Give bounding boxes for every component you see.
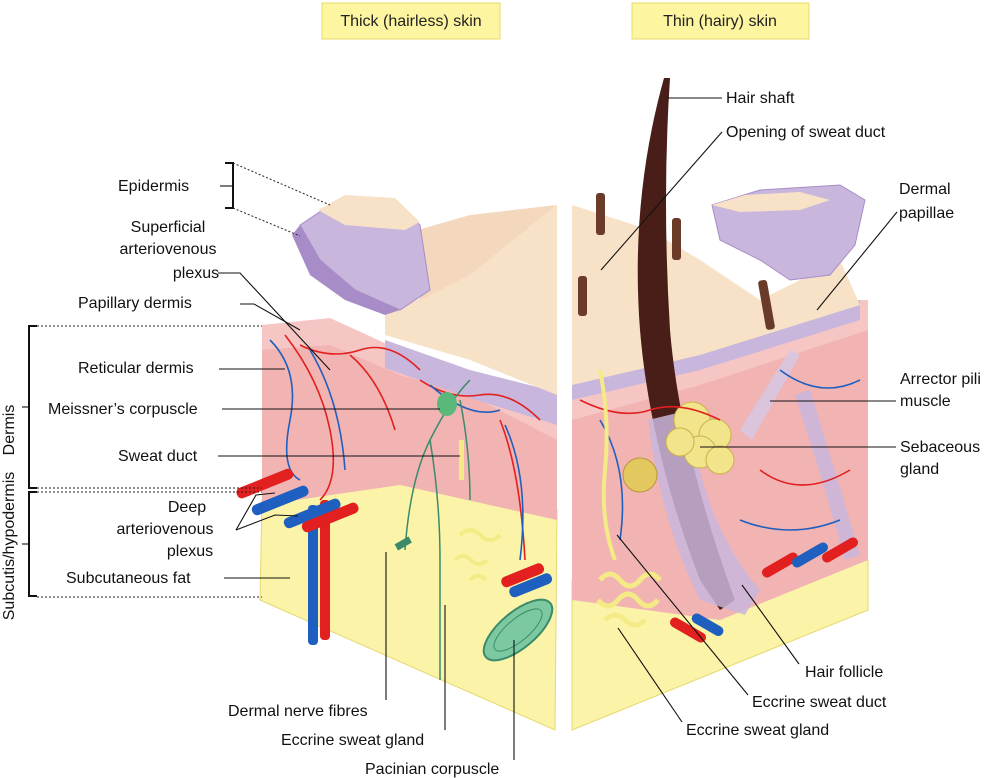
label-dermal-papillae-2: papillae xyxy=(899,205,954,222)
epidermis-flap-edge xyxy=(292,225,400,315)
label-subcutis-group: Subcutis/hypodermis xyxy=(1,472,18,621)
pacinian-core xyxy=(493,608,543,652)
left-vessel-network xyxy=(269,334,541,561)
label-superficial-2: arteriovenous xyxy=(120,241,217,258)
sebaceous-gland-small xyxy=(622,457,658,493)
label-subcutaneous-fat: Subcutaneous fat xyxy=(66,570,191,587)
label-eccrine-sweat-duct: Eccrine sweat duct xyxy=(752,694,887,711)
label-superficial-3: plexus xyxy=(173,265,219,282)
sebaceous-gland xyxy=(665,401,735,475)
hair-follicle-annotation: Hair follicle xyxy=(741,584,883,681)
label-superficial-1: Superficial xyxy=(131,219,206,236)
papillary-dermis-band xyxy=(262,318,557,440)
dermis-group-bracket: Dermis xyxy=(1,325,262,489)
label-epidermis: Epidermis xyxy=(118,178,189,195)
thick-skin-surface-back xyxy=(400,205,557,300)
label-reticular-dermis: Reticular dermis xyxy=(78,360,194,377)
thick-skin-header: Thick (hairless) skin xyxy=(321,2,501,40)
meissner-corpuscle xyxy=(437,392,457,416)
sweat-duct-left xyxy=(459,440,464,480)
label-hair-follicle: Hair follicle xyxy=(805,664,883,681)
eccrine-sweat-duct xyxy=(598,369,617,561)
meissner-annotation: Meissner’s corpuscle xyxy=(48,401,440,418)
label-dermal-papillae-1: Dermal xyxy=(899,181,951,198)
thick-skin-title: Thick (hairless) skin xyxy=(340,13,481,30)
reticular-dermis-annotation: Reticular dermis xyxy=(78,360,285,377)
deep-vessels-left xyxy=(236,468,553,645)
opening-sweat-duct-annotation: Opening of sweat duct xyxy=(600,124,886,271)
thin-skin-block xyxy=(571,78,869,731)
eccrine-duct-annotation: Eccrine sweat duct xyxy=(616,534,887,711)
hair-shaft xyxy=(637,78,735,610)
sebaceous-annotation: Sebaceous gland xyxy=(700,439,980,478)
label-papillary-dermis: Papillary dermis xyxy=(78,295,192,312)
label-arrector-pili-2: muscle xyxy=(900,393,951,410)
epidermis-flap-top xyxy=(318,195,420,230)
papillary-dermis-annotation: Papillary dermis xyxy=(78,295,301,331)
epidermis-annotation: Epidermis xyxy=(118,162,331,237)
eccrine-gland-left xyxy=(453,528,502,582)
label-deep-1: Deep xyxy=(168,499,206,516)
label-sebaceous-2: gland xyxy=(900,461,939,478)
label-deep-2: arteriovenous xyxy=(117,521,214,538)
left-nerve-fibres xyxy=(404,379,471,680)
label-deep-3: plexus xyxy=(167,543,213,560)
epidermis-side xyxy=(385,340,557,425)
thick-skin-surface xyxy=(385,205,557,395)
sweat-duct-annotation: Sweat duct xyxy=(118,448,460,465)
arrector-pili-annotation: Arrector pili muscle xyxy=(770,371,981,410)
dermal-nerve-annotation: Dermal nerve fibres xyxy=(228,552,387,720)
label-eccrine-gland-right: Eccrine sweat gland xyxy=(686,722,829,739)
thick-skin-block xyxy=(236,195,558,731)
thin-skin-title: Thin (hairy) skin xyxy=(663,13,777,30)
dermal-papillae-annotation: Dermal papillae xyxy=(816,181,954,311)
label-opening-sweat-duct: Opening of sweat duct xyxy=(726,124,886,141)
thin-epidermis-flap-top xyxy=(712,192,830,212)
label-eccrine-gland-left: Eccrine sweat gland xyxy=(281,732,424,749)
deep-vessels-right xyxy=(670,537,858,643)
hair-follicle xyxy=(648,410,760,615)
subcutaneous-fat-annotation: Subcutaneous fat xyxy=(66,570,290,587)
label-meissner: Meissner’s corpuscle xyxy=(48,401,198,418)
label-hair-shaft: Hair shaft xyxy=(726,90,795,107)
label-arrector-pili-1: Arrector pili xyxy=(900,371,981,388)
deep-plexus-annotation: Deep arteriovenous plexus xyxy=(117,492,299,560)
label-sweat-duct: Sweat duct xyxy=(118,448,198,465)
pacinian-corpuscle xyxy=(482,598,554,662)
pacinian-annotation: Pacinian corpuscle xyxy=(365,640,515,778)
eccrine-left-annotation: Eccrine sweat gland xyxy=(281,605,446,749)
label-dermal-nerve-fibres: Dermal nerve fibres xyxy=(228,703,368,720)
label-dermis-group: Dermis xyxy=(1,405,18,456)
dermis-layer xyxy=(262,325,557,520)
subcutis-group-bracket: Subcutis/hypodermis xyxy=(1,472,262,621)
eccrine-sweat-gland-right xyxy=(596,571,662,628)
label-sebaceous-1: Sebaceous xyxy=(900,439,980,456)
arrector-pili-muscle xyxy=(740,350,800,440)
dermal-nerve-stub xyxy=(394,536,412,551)
hair-shaft-annotation: Hair shaft xyxy=(667,90,795,107)
label-pacinian: Pacinian corpuscle xyxy=(365,761,499,778)
superficial-plexus-annotation: Superficial arteriovenous plexus xyxy=(120,219,331,371)
eccrine-right-annotation: Eccrine sweat gland xyxy=(617,627,829,739)
thin-skin-header: Thin (hairy) skin xyxy=(631,2,810,40)
second-follicle xyxy=(795,390,860,560)
